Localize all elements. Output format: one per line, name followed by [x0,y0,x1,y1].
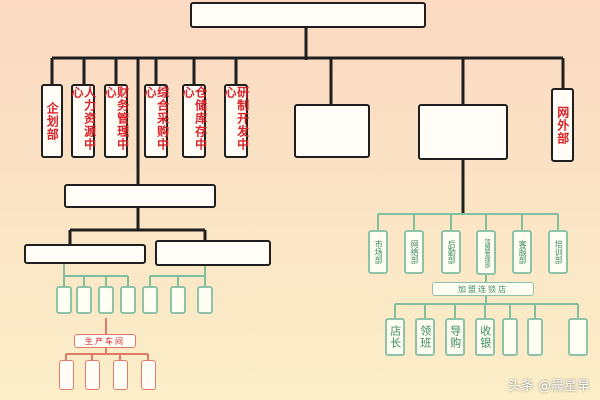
store-position-6 [527,318,543,356]
store-position-cashier: 收银 [475,318,495,356]
green-connectors [63,213,579,318]
workshop-line-2 [85,360,100,390]
retail-dept-training-label: 培训部 [554,240,564,264]
workshop-line-4 [141,360,156,390]
dept-planning: 企划部 [41,84,63,158]
dept-purchasing-center: 综合采购中心 [143,84,170,158]
production-left-subunit [24,244,146,264]
root-node [190,2,426,28]
production-unit-3 [98,286,114,314]
dept-hr-center-label: 人力资源中心 [70,86,97,151]
blank-department-box [294,104,370,158]
production-unit-7 [197,286,213,314]
store-position-foreman-label: 领班 [418,325,432,349]
store-position-guide: 导购 [445,318,465,356]
store-position-foreman: 领班 [415,318,435,356]
retail-dept-logistics: 后勤部 [441,230,461,274]
retail-dept-market-label: 市场部 [374,240,384,264]
retail-dept-training: 培训部 [548,230,568,274]
workshop-box: 生产车间 [74,334,136,348]
store-group-box: 加盟连锁店 [432,282,534,296]
dept-rnd-center-label: 研制开发中心 [223,86,250,151]
retail-dept-logistics-label: 后勤部 [447,240,457,264]
dept-purchasing-center-label: 综合采购中心 [143,86,170,151]
dept-right: 网外部 [551,88,574,162]
dept-right-label: 网外部 [555,105,570,145]
dept-finance-center: 财务管理中心 [103,84,130,158]
retail-dept-service: 客服部 [512,230,532,274]
store-position-guide-label: 导购 [448,325,462,349]
workshop-line-3 [113,360,128,390]
dept-finance-center-label: 财务管理中心 [103,86,130,151]
dark-connectors [50,27,565,244]
retail-dept-franchise-label: 加盟管理部 [483,237,491,268]
store-position-manager-label: 店长 [388,325,402,349]
retail-dept-network-label: 网络部 [410,240,420,264]
retail-dept-market: 市场部 [368,230,388,274]
production-unit-1 [56,286,72,314]
retail-division-box [418,104,508,160]
production-unit-2 [76,286,92,314]
dept-planning-label: 企划部 [45,101,60,141]
store-position-7 [568,318,588,356]
dept-rnd-center: 研制开发中心 [223,84,250,158]
workshop-label: 生产车间 [85,336,125,346]
retail-dept-network: 网络部 [404,230,424,274]
store-position-cashier-label: 收银 [478,325,492,349]
watermark-text: 头条 @晨星早 [507,379,590,394]
workshop-line-1 [59,360,74,390]
red-connectors [65,318,149,360]
dept-warehouse-center: 仓储库存中心 [181,84,208,158]
retail-dept-service-label: 客服部 [518,240,528,264]
store-group-label: 加盟连锁店 [458,284,508,294]
production-right-subunit [155,240,271,266]
store-position-manager: 店长 [385,318,405,356]
production-unit-4 [120,286,136,314]
retail-dept-franchise: 加盟管理部 [476,230,496,275]
dept-hr-center: 人力资源中心 [70,84,97,158]
store-position-5 [502,318,518,356]
production-division-box [64,184,216,208]
dept-warehouse-center-label: 仓储库存中心 [181,86,208,151]
production-unit-5 [142,286,158,314]
production-unit-6 [170,286,186,314]
